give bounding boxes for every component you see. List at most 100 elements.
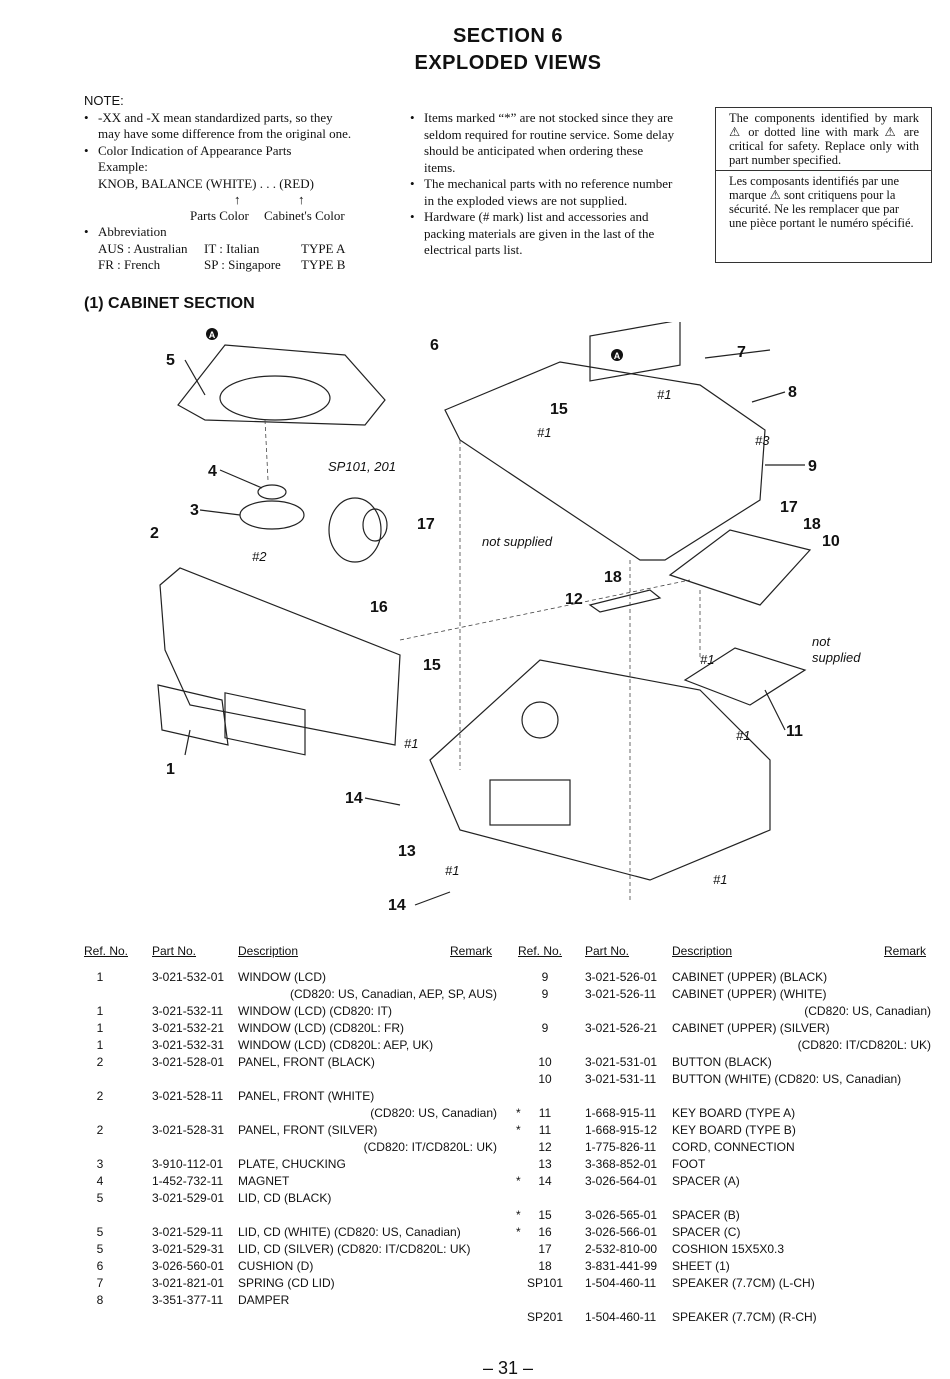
screw-mark: #1	[700, 652, 714, 667]
cell-note: (CD820: US, Canadian, AEP, SP, AUS)	[289, 987, 497, 1001]
cell-desc: WINDOW (LCD) (CD820: IT)	[238, 1004, 392, 1018]
cell-ref: 1	[96, 1004, 104, 1018]
cell-star: *	[516, 1123, 521, 1137]
cell-desc: SPEAKER (7.7CM) (L-CH)	[672, 1276, 815, 1290]
cell-desc: CABINET (UPPER) (BLACK)	[672, 970, 828, 984]
cd-lid-part	[177, 344, 386, 426]
screw-mark: #1	[713, 872, 727, 887]
cell-part: 3-026-560-01	[152, 1259, 225, 1273]
safety-divider	[716, 170, 931, 171]
cell-part: 3-021-531-01	[585, 1055, 658, 1069]
cell-star: *	[516, 1208, 521, 1222]
abbr-sp: SP : Singapore	[204, 256, 281, 272]
leader-line	[219, 469, 263, 489]
note-example-label: Example:	[98, 159, 148, 174]
lcd-window-part	[157, 684, 229, 746]
cell-part: 3-021-532-11	[152, 1004, 224, 1018]
callout-10: 10	[822, 533, 840, 550]
cell-part: 3-021-529-31	[152, 1242, 225, 1256]
safety-notice-box: The components identified by mark ⚠ or d…	[715, 107, 932, 263]
abbr-row-1: AUS : Australian IT : Italian TYPE A	[84, 241, 356, 257]
callout-17: 17	[780, 499, 798, 516]
lower-chassis-part	[429, 659, 771, 881]
cell-ref: SP101	[526, 1276, 564, 1290]
note-abbreviation: Abbreviation	[84, 224, 356, 241]
table-row	[0, 1191, 950, 1208]
cell-desc: KEY BOARD (TYPE B)	[672, 1123, 796, 1137]
cell-desc: COSHION 15X5X0.3	[672, 1242, 785, 1256]
callout-9: 9	[808, 458, 817, 475]
cell-ref: 7	[96, 1276, 104, 1290]
abbr-fr: FR : French	[98, 256, 161, 272]
cell-note: (CD820: IT/CD820L: UK)	[797, 1038, 931, 1052]
cell-ref: 9	[541, 970, 549, 984]
cell-ref: 18	[538, 1259, 552, 1273]
callout-6: 6	[430, 337, 439, 354]
table-row: 2 3-021-528-01 PANEL, FRONT (BLACK)	[0, 1055, 500, 1072]
cell-desc: PANEL, FRONT (WHITE)	[238, 1089, 375, 1103]
cell-ref: 2	[96, 1055, 104, 1069]
callout-11: 11	[786, 723, 803, 740]
screw-mark: #1	[537, 425, 551, 440]
note-example-text: KNOB, BALANCE (WHITE) . . . (RED)	[98, 175, 314, 191]
cell-part: 3-021-526-01	[585, 970, 658, 984]
cell-desc: PANEL, FRONT (SILVER)	[238, 1123, 378, 1137]
cell-ref: 16	[538, 1225, 552, 1239]
screw-mark: #2	[252, 549, 267, 564]
callout-4: 4	[208, 463, 217, 480]
header-description: Description	[238, 944, 299, 958]
cell-ref: 11	[538, 1123, 552, 1137]
cell-part: 3-021-528-01	[152, 1055, 225, 1069]
cell-ref: 6	[96, 1259, 104, 1273]
cell-part: 3-021-528-11	[152, 1089, 224, 1103]
cell-ref: 11	[538, 1106, 552, 1120]
cell-desc: SPACER (C)	[672, 1225, 741, 1239]
cell-ref: 1	[96, 1038, 104, 1052]
callout-18: 18	[803, 516, 821, 533]
abbr-type-b: TYPE B	[301, 256, 346, 272]
front-panel-window	[224, 692, 306, 756]
screw-mark: #3	[755, 433, 770, 448]
cell-desc: CABINET (UPPER) (SILVER)	[672, 1021, 830, 1035]
header-description: Description	[672, 944, 733, 958]
callout-17: 17	[417, 516, 435, 533]
leader-line	[414, 891, 451, 906]
cell-part: 2-532-810-00	[585, 1242, 658, 1256]
cell-desc: PANEL, FRONT (BLACK)	[238, 1055, 375, 1069]
screw-mark: #1	[445, 863, 459, 878]
upper-cabinet-panel	[589, 322, 681, 382]
cell-ref: 12	[538, 1140, 552, 1154]
mark-a-text: A	[614, 351, 621, 361]
not-supplied-label: supplied	[812, 650, 861, 665]
dashed-guide	[399, 579, 691, 641]
leader-line	[764, 689, 786, 731]
cell-part: 3-021-821-01	[152, 1276, 225, 1290]
cell-desc: SPACER (B)	[672, 1208, 740, 1222]
callout-15: 15	[550, 401, 568, 418]
parts-color-label: Parts Color	[190, 208, 249, 223]
cell-ref: 5	[96, 1225, 104, 1239]
cell-ref: 9	[541, 1021, 549, 1035]
note-example-arrows: ↑ ↑	[84, 192, 356, 208]
screw-mark: #1	[736, 728, 750, 743]
cell-ref: 1	[96, 970, 104, 984]
note-color-indication: Color Indication of Appearance Parts	[84, 143, 356, 160]
callout-14: 14	[345, 790, 363, 807]
leader-line	[704, 349, 771, 359]
cell-desc: WINDOW (LCD) (CD820L: AEP, UK)	[238, 1038, 434, 1052]
note-standardized-parts: -XX and -X mean standardized parts, so t…	[84, 110, 356, 143]
not-supplied-label: not supplied	[482, 534, 553, 549]
cell-ref: 10	[538, 1055, 552, 1069]
table-row: (CD820: IT/CD820L: UK)	[0, 1140, 500, 1157]
dashed-guide	[264, 419, 269, 481]
